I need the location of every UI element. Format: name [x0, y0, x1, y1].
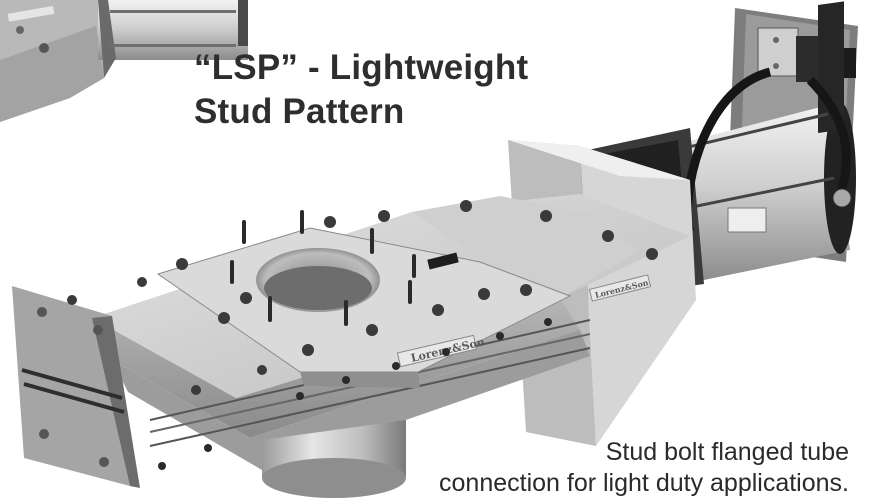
caption-line-2: connection for light duty applications. — [439, 469, 849, 497]
left-end-plate — [12, 286, 140, 488]
title-line-2: Stud Pattern — [194, 92, 405, 131]
cylinder-label-plate — [727, 207, 767, 233]
product-caption: Stud bolt flanged tube connection for li… — [439, 437, 849, 499]
title-line-1: “LSP” - Lightweight — [194, 48, 529, 87]
brand-plate-side — [588, 274, 652, 302]
slide-gate-body: Lorenz&Son Lorenz&Son — [12, 194, 690, 498]
caption-line-1: Stud bolt flanged tube — [605, 438, 849, 466]
partial-cylinder-image — [0, 0, 248, 122]
page-title: “LSP” - Lightweight Stud Pattern — [194, 46, 528, 134]
serial-tag — [427, 252, 459, 270]
brand-plate-front — [396, 334, 478, 368]
stud-bolts — [67, 200, 658, 470]
outlet-tube — [262, 420, 406, 498]
